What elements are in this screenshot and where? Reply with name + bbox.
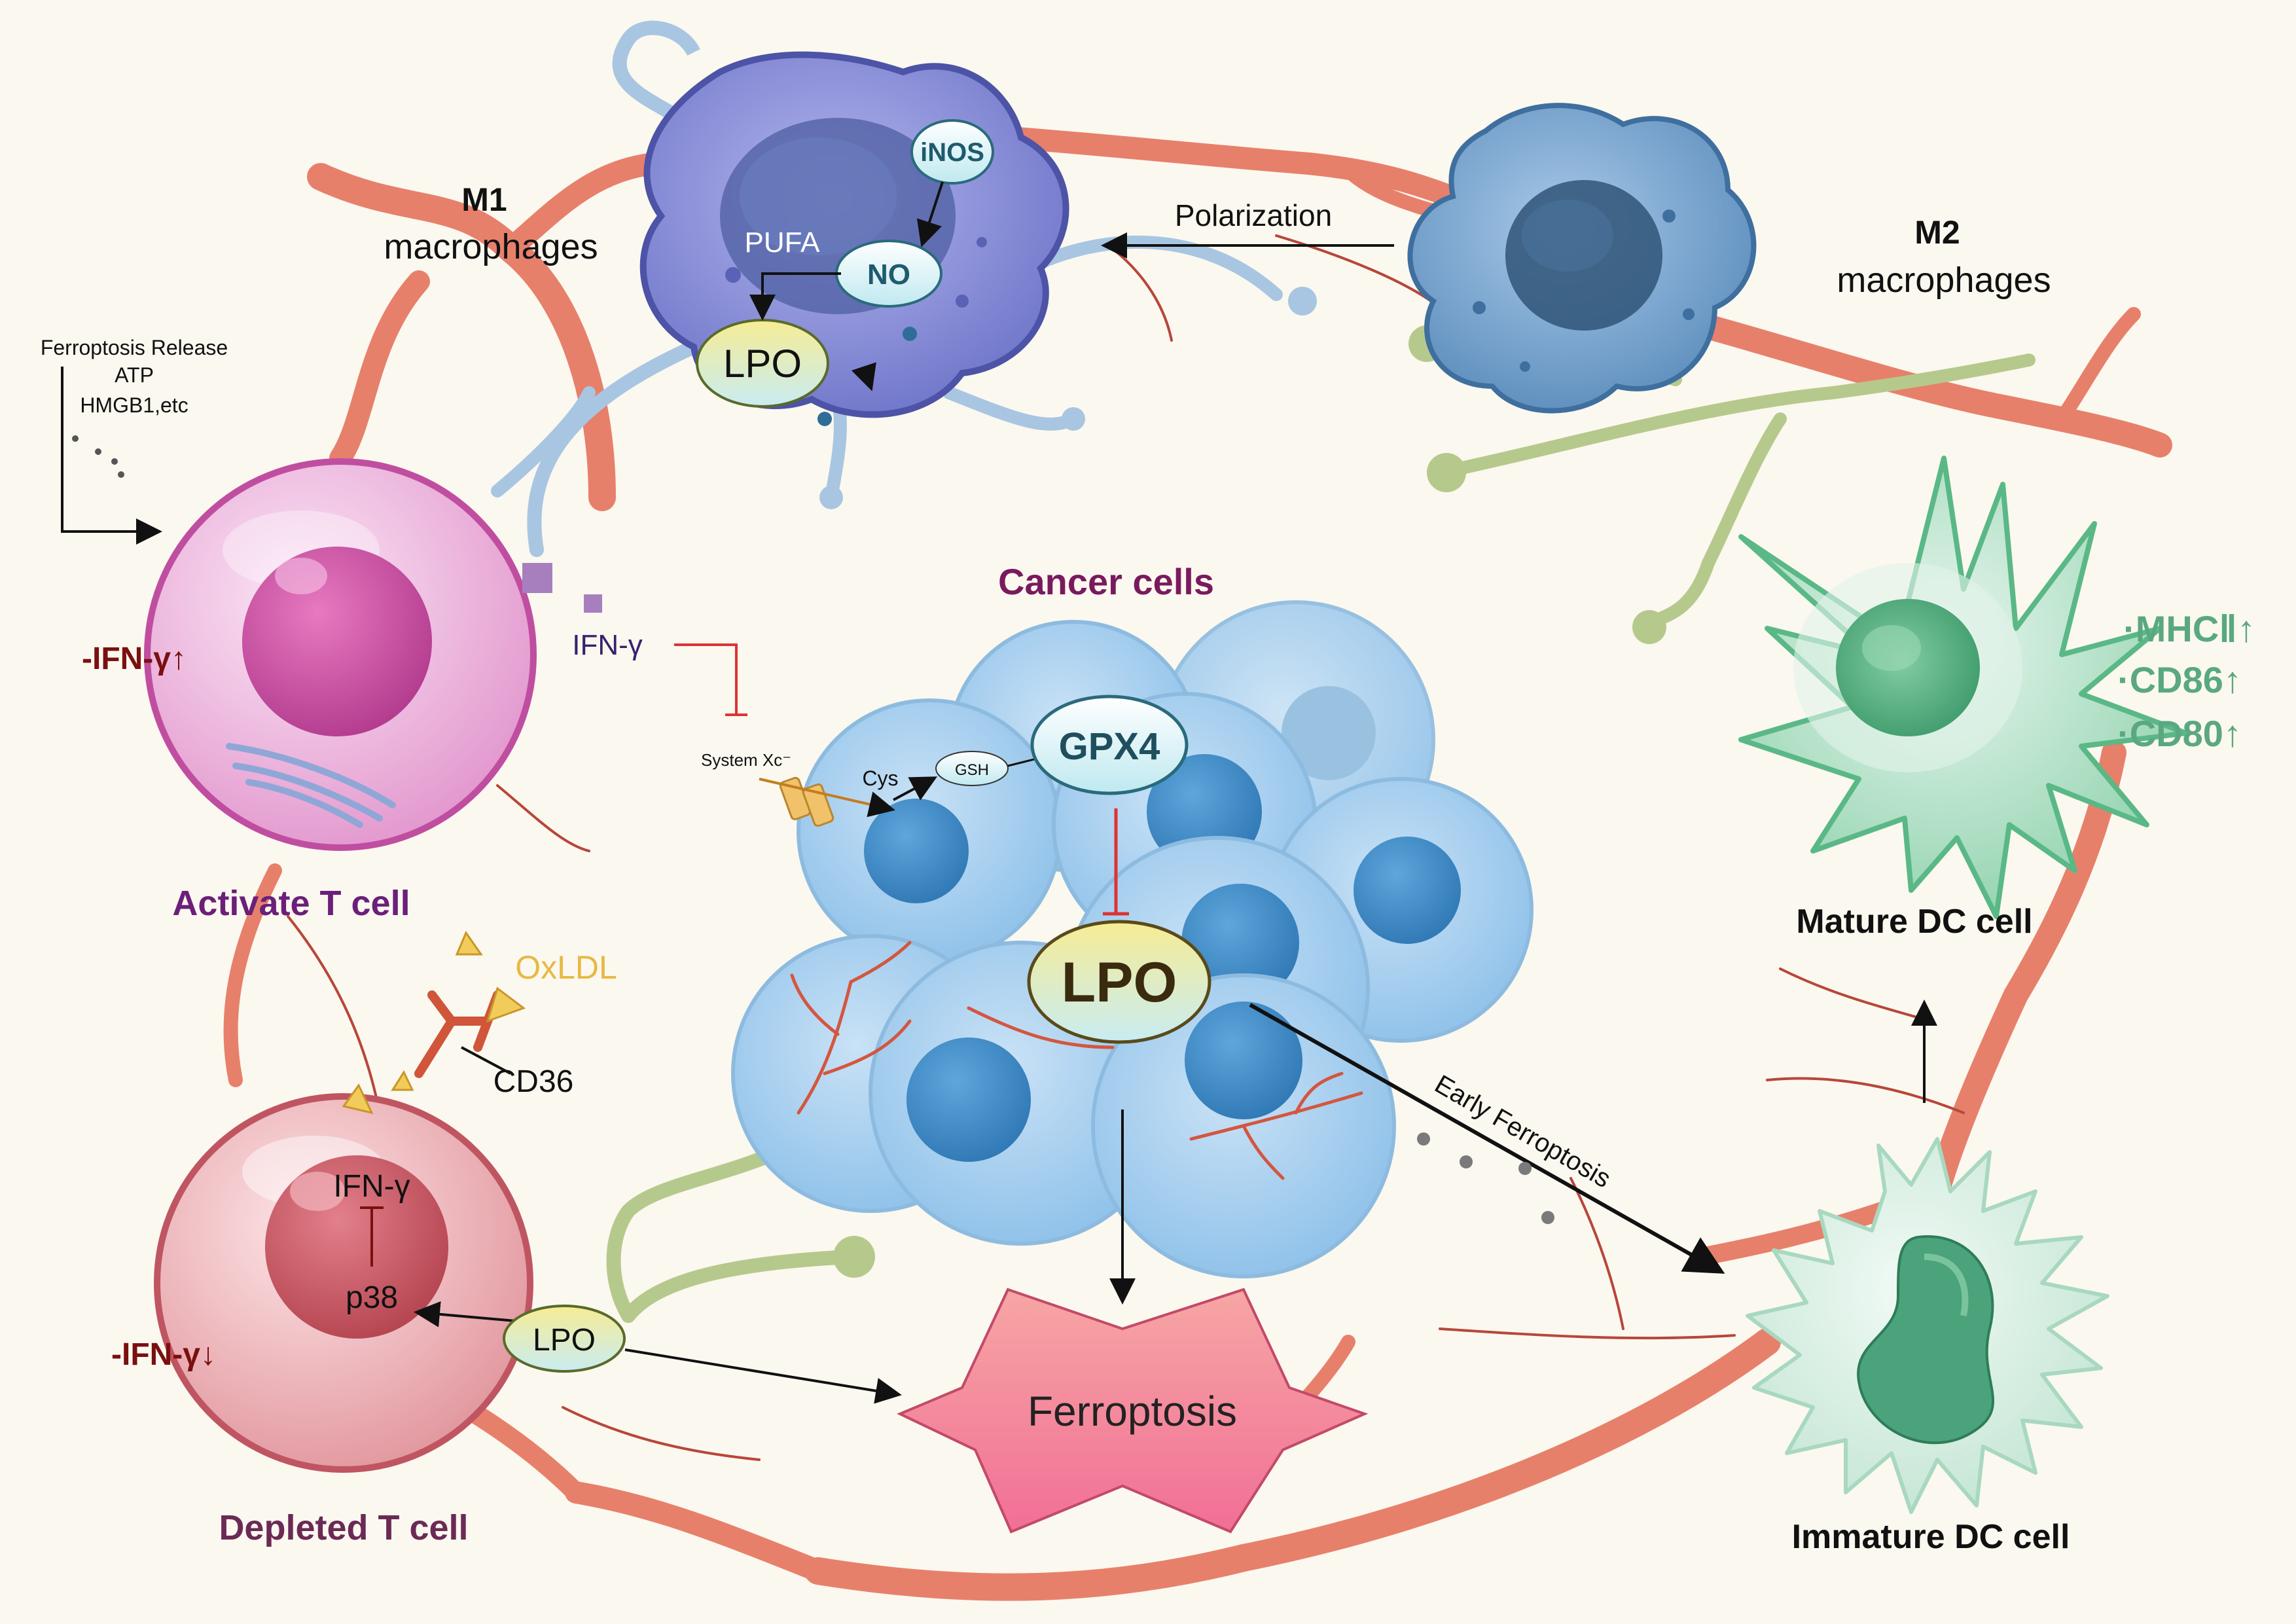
release-line-1: Ferroptosis Release	[41, 336, 228, 359]
activate-t-cell	[144, 458, 537, 851]
m1-title: M1	[461, 181, 507, 218]
p38-label: p38	[346, 1280, 398, 1315]
ifn-up-label: -IFN-γ↑	[82, 641, 187, 676]
pufa-label: PUFA	[745, 226, 821, 259]
early-ferroptosis-label: Early Ferroptosis	[1430, 1070, 1616, 1193]
ellipsis-dots	[72, 435, 124, 478]
cancer-cell-cluster	[731, 600, 1534, 1278]
immature-dc-label: Immature DC cell	[1792, 1518, 2070, 1556]
mature-dc-cell	[1738, 456, 2189, 919]
green-process-tip	[1632, 610, 1666, 644]
early-ferroptosis-dots	[1417, 1132, 1554, 1224]
lpo-depleted-label: LPO	[533, 1323, 596, 1358]
cancer-cells-title: Cancer cells	[998, 561, 1214, 602]
release-line-3: HMGB1,etc	[80, 393, 188, 417]
gpx4-label: GPX4	[1059, 725, 1160, 768]
release-line-2: ATP	[115, 363, 154, 387]
lpo-to-p38-arrow	[414, 1301, 531, 1327]
lpo-macrophage-label: LPO	[723, 342, 802, 386]
polarization-label: Polarization	[1175, 198, 1332, 232]
ifn-inner-label: IFN-γ	[333, 1169, 410, 1204]
green-process-tip	[1427, 453, 1466, 492]
system-xc-transporter	[779, 776, 834, 827]
cys-label: Cys	[862, 767, 898, 790]
release-arrow	[61, 367, 162, 545]
lpo-to-ferroptosis-arrow	[624, 1348, 902, 1404]
cd36-pointer	[461, 1046, 511, 1075]
cd86-label: ·CD86↑	[2117, 659, 2242, 700]
ifn-gamma-label: IFN-γ	[572, 629, 643, 661]
lpo-depleted-bubble	[503, 1305, 626, 1373]
inos-bubble	[910, 119, 994, 185]
cys-to-gsh-arrow	[893, 776, 938, 801]
ifn-down-label: -IFN-γ↓	[111, 1337, 216, 1372]
system-xc-import-arrow	[759, 778, 895, 818]
mature-dc-label: Mature DC cell	[1796, 903, 2032, 941]
m2-title: M2	[1914, 214, 1960, 251]
mhc-label: ·MHCⅡ↑	[2123, 608, 2255, 649]
gpx4-bubble	[1030, 695, 1189, 795]
system-xc-label: System Xc⁻	[701, 750, 791, 770]
lpo-cancer-bubble	[1027, 920, 1211, 1044]
oxldl-label: OxLDL	[515, 949, 617, 986]
m1-pathway-arrows	[749, 181, 944, 391]
depleted-t-cell	[154, 1093, 533, 1473]
ifn-receptor-square	[522, 563, 552, 593]
green-connective-process-lower	[606, 1142, 858, 1323]
early-ferroptosis-arrow	[1249, 1003, 1725, 1274]
green-connective-process	[1440, 353, 2036, 628]
ferroptosis-star	[897, 1288, 1369, 1534]
ferroptosis-label: Ferroptosis	[1028, 1388, 1237, 1435]
cd80-label: ·CD80↑	[2117, 713, 2242, 754]
tumor-vasculature	[790, 941, 1363, 1180]
gsh-to-gpx4-line	[1007, 758, 1035, 767]
gsh-label: GSH	[955, 761, 989, 779]
ifn-inhibition-line	[674, 643, 738, 713]
ifn-gamma-square	[584, 594, 602, 613]
m1-subtitle: macrophages	[384, 227, 598, 266]
no-label: NO	[867, 259, 910, 291]
activate-t-cell-label: Activate T cell	[172, 884, 410, 923]
immature-dc-cell	[1746, 1137, 2109, 1514]
oxldl-particles	[342, 930, 526, 1115]
m2-macrophage-cell	[1407, 103, 1757, 414]
gsh-bubble	[935, 751, 1009, 786]
depleted-t-cell-label: Depleted T cell	[219, 1508, 468, 1547]
inos-label: iNOS	[920, 138, 984, 167]
lpo-cancer-label: LPO	[1062, 951, 1177, 1014]
cd36-receptor	[414, 990, 502, 1078]
m2-subtitle: macrophages	[1837, 261, 2051, 300]
cd36-label: CD36	[493, 1064, 574, 1099]
green-process-tip	[833, 1236, 875, 1278]
